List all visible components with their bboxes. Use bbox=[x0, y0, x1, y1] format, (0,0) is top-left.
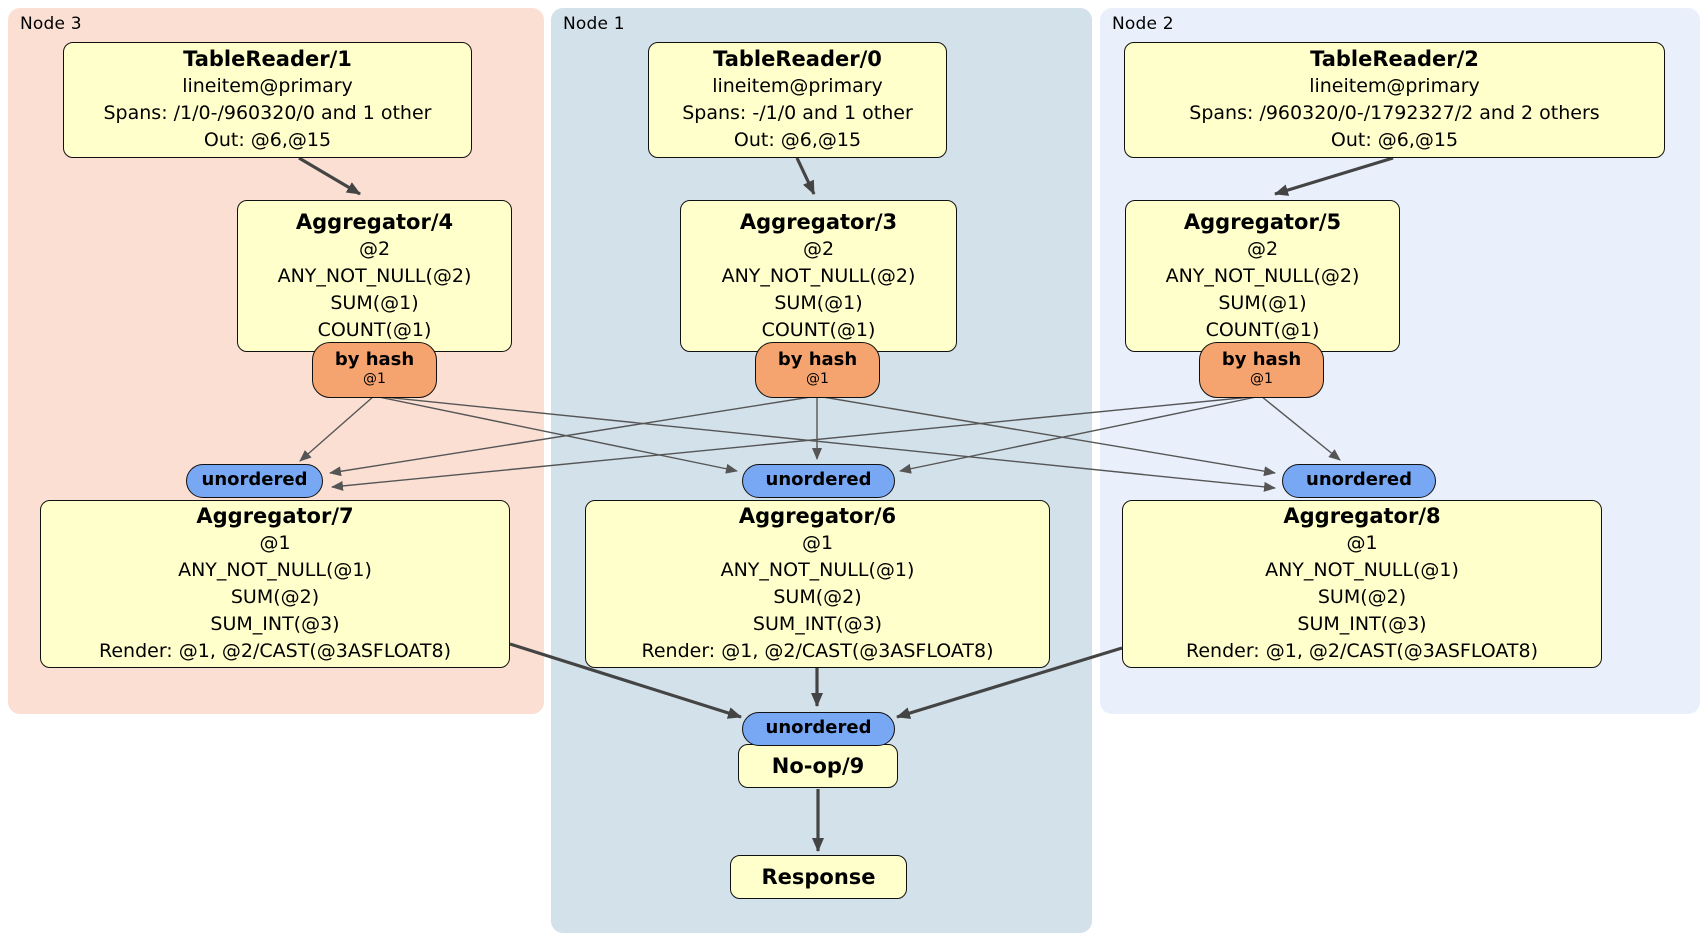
processor-detail: SUM(@1) bbox=[330, 291, 419, 314]
processor-detail: @1 bbox=[259, 532, 291, 554]
processor-detail: ANY_NOT_NULL(@1) bbox=[1265, 559, 1459, 581]
router-label: by hash bbox=[334, 349, 415, 370]
processor-edges bbox=[298, 156, 1394, 852]
processor-title: TableReader/2 bbox=[1310, 47, 1479, 71]
router-columns: @1 bbox=[1250, 371, 1273, 387]
region-label-node-1: Node 1 bbox=[563, 14, 625, 34]
processor-box-tablereader-2: TableReader/2 lineitem@primary Spans: /9… bbox=[1124, 42, 1665, 158]
router-label: by hash bbox=[777, 349, 858, 370]
processor-title: Aggregator/8 bbox=[1283, 504, 1441, 528]
processor-detail: Out: @6,@15 bbox=[733, 129, 862, 151]
processor-detail: Render: @1, @2/CAST(@3ASFLOAT8) bbox=[641, 640, 994, 662]
processor-title: TableReader/0 bbox=[713, 47, 882, 71]
processor-title: Aggregator/6 bbox=[738, 504, 897, 528]
router-columns: @1 bbox=[806, 371, 829, 387]
processor-box-noop-9: No-op/9 bbox=[738, 744, 898, 788]
processor-detail: Out: @6,@15 bbox=[1330, 129, 1459, 151]
processor-detail: SUM_INT(@3) bbox=[1297, 613, 1427, 635]
processor-detail: ANY_NOT_NULL(@1) bbox=[178, 559, 372, 581]
processor-title: Aggregator/3 bbox=[739, 209, 898, 234]
processor-detail: Out: @6,@15 bbox=[203, 129, 332, 151]
processor-detail: @1 bbox=[1346, 532, 1378, 554]
processor-detail: COUNT(@1) bbox=[317, 318, 432, 341]
processor-detail: ANY_NOT_NULL(@2) bbox=[1165, 264, 1360, 287]
processor-detail: ANY_NOT_NULL(@2) bbox=[277, 264, 472, 287]
stream-unordered-node1: unordered bbox=[742, 464, 895, 498]
processor-detail: @2 bbox=[358, 237, 391, 260]
processor-box-tablereader-0: TableReader/0 lineitem@primary Spans: -/… bbox=[648, 42, 947, 158]
stream-unordered-node3: unordered bbox=[186, 464, 323, 498]
processor-detail: COUNT(@1) bbox=[1205, 318, 1320, 341]
processor-detail: lineitem@primary bbox=[182, 75, 353, 97]
processor-box-aggregator-3: Aggregator/3 @2 ANY_NOT_NULL(@2) SUM(@1)… bbox=[680, 200, 957, 352]
processor-title: Aggregator/5 bbox=[1183, 209, 1342, 234]
router-by-hash-node3: by hash @1 bbox=[312, 342, 437, 398]
processor-detail: lineitem@primary bbox=[712, 75, 883, 97]
processor-detail: lineitem@primary bbox=[1309, 75, 1480, 97]
router-label: by hash bbox=[1221, 349, 1302, 370]
processor-detail: ANY_NOT_NULL(@1) bbox=[720, 559, 915, 581]
processor-box-aggregator-5: Aggregator/5 @2 ANY_NOT_NULL(@2) SUM(@1)… bbox=[1125, 200, 1400, 352]
processor-title: No-op/9 bbox=[771, 753, 865, 778]
processor-box-aggregator-4: Aggregator/4 @2 ANY_NOT_NULL(@2) SUM(@1)… bbox=[237, 200, 512, 352]
processor-box-aggregator-6: Aggregator/6 @1 ANY_NOT_NULL(@1) SUM(@2)… bbox=[585, 500, 1050, 668]
region-label-node-3: Node 3 bbox=[20, 14, 82, 34]
processor-detail: COUNT(@1) bbox=[761, 318, 876, 341]
processor-detail: @2 bbox=[802, 237, 835, 260]
router-by-hash-node1: by hash @1 bbox=[755, 342, 880, 398]
processor-detail: Spans: /960320/0-/1792327/2 and 2 others bbox=[1189, 102, 1600, 124]
processor-detail: SUM(@1) bbox=[774, 291, 863, 314]
processor-title: Response bbox=[761, 864, 876, 889]
processor-detail: Spans: -/1/0 and 1 other bbox=[682, 102, 913, 124]
processor-detail: @1 bbox=[801, 532, 834, 554]
stream-unordered-final: unordered bbox=[742, 712, 895, 746]
processor-detail: SUM(@2) bbox=[230, 586, 320, 608]
processor-detail: Render: @1, @2/CAST(@3ASFLOAT8) bbox=[99, 640, 451, 662]
processor-title: Aggregator/7 bbox=[196, 504, 354, 528]
processor-detail: Spans: /1/0-/960320/0 and 1 other bbox=[103, 102, 432, 124]
processor-detail: ANY_NOT_NULL(@2) bbox=[721, 264, 916, 287]
processor-box-aggregator-7: Aggregator/7 @1 ANY_NOT_NULL(@1) SUM(@2)… bbox=[40, 500, 510, 668]
region-label-node-2: Node 2 bbox=[1112, 14, 1174, 34]
processor-detail: SUM_INT(@3) bbox=[752, 613, 883, 635]
processor-detail: SUM(@2) bbox=[1317, 586, 1407, 608]
processor-title: TableReader/1 bbox=[183, 47, 352, 71]
processor-detail: @2 bbox=[1246, 237, 1279, 260]
processor-title: Aggregator/4 bbox=[295, 209, 454, 234]
processor-detail: SUM(@2) bbox=[773, 586, 862, 608]
processor-detail: SUM_INT(@3) bbox=[210, 613, 340, 635]
processor-box-aggregator-8: Aggregator/8 @1 ANY_NOT_NULL(@1) SUM(@2)… bbox=[1122, 500, 1602, 668]
processor-detail: SUM(@1) bbox=[1218, 291, 1307, 314]
stream-unordered-node2: unordered bbox=[1282, 464, 1436, 498]
router-by-hash-node2: by hash @1 bbox=[1199, 342, 1324, 398]
router-columns: @1 bbox=[363, 371, 386, 387]
processor-box-response: Response bbox=[730, 855, 907, 899]
processor-detail: Render: @1, @2/CAST(@3ASFLOAT8) bbox=[1186, 640, 1538, 662]
processor-box-tablereader-1: TableReader/1 lineitem@primary Spans: /1… bbox=[63, 42, 472, 158]
router-stream-edges bbox=[299, 395, 1341, 492]
